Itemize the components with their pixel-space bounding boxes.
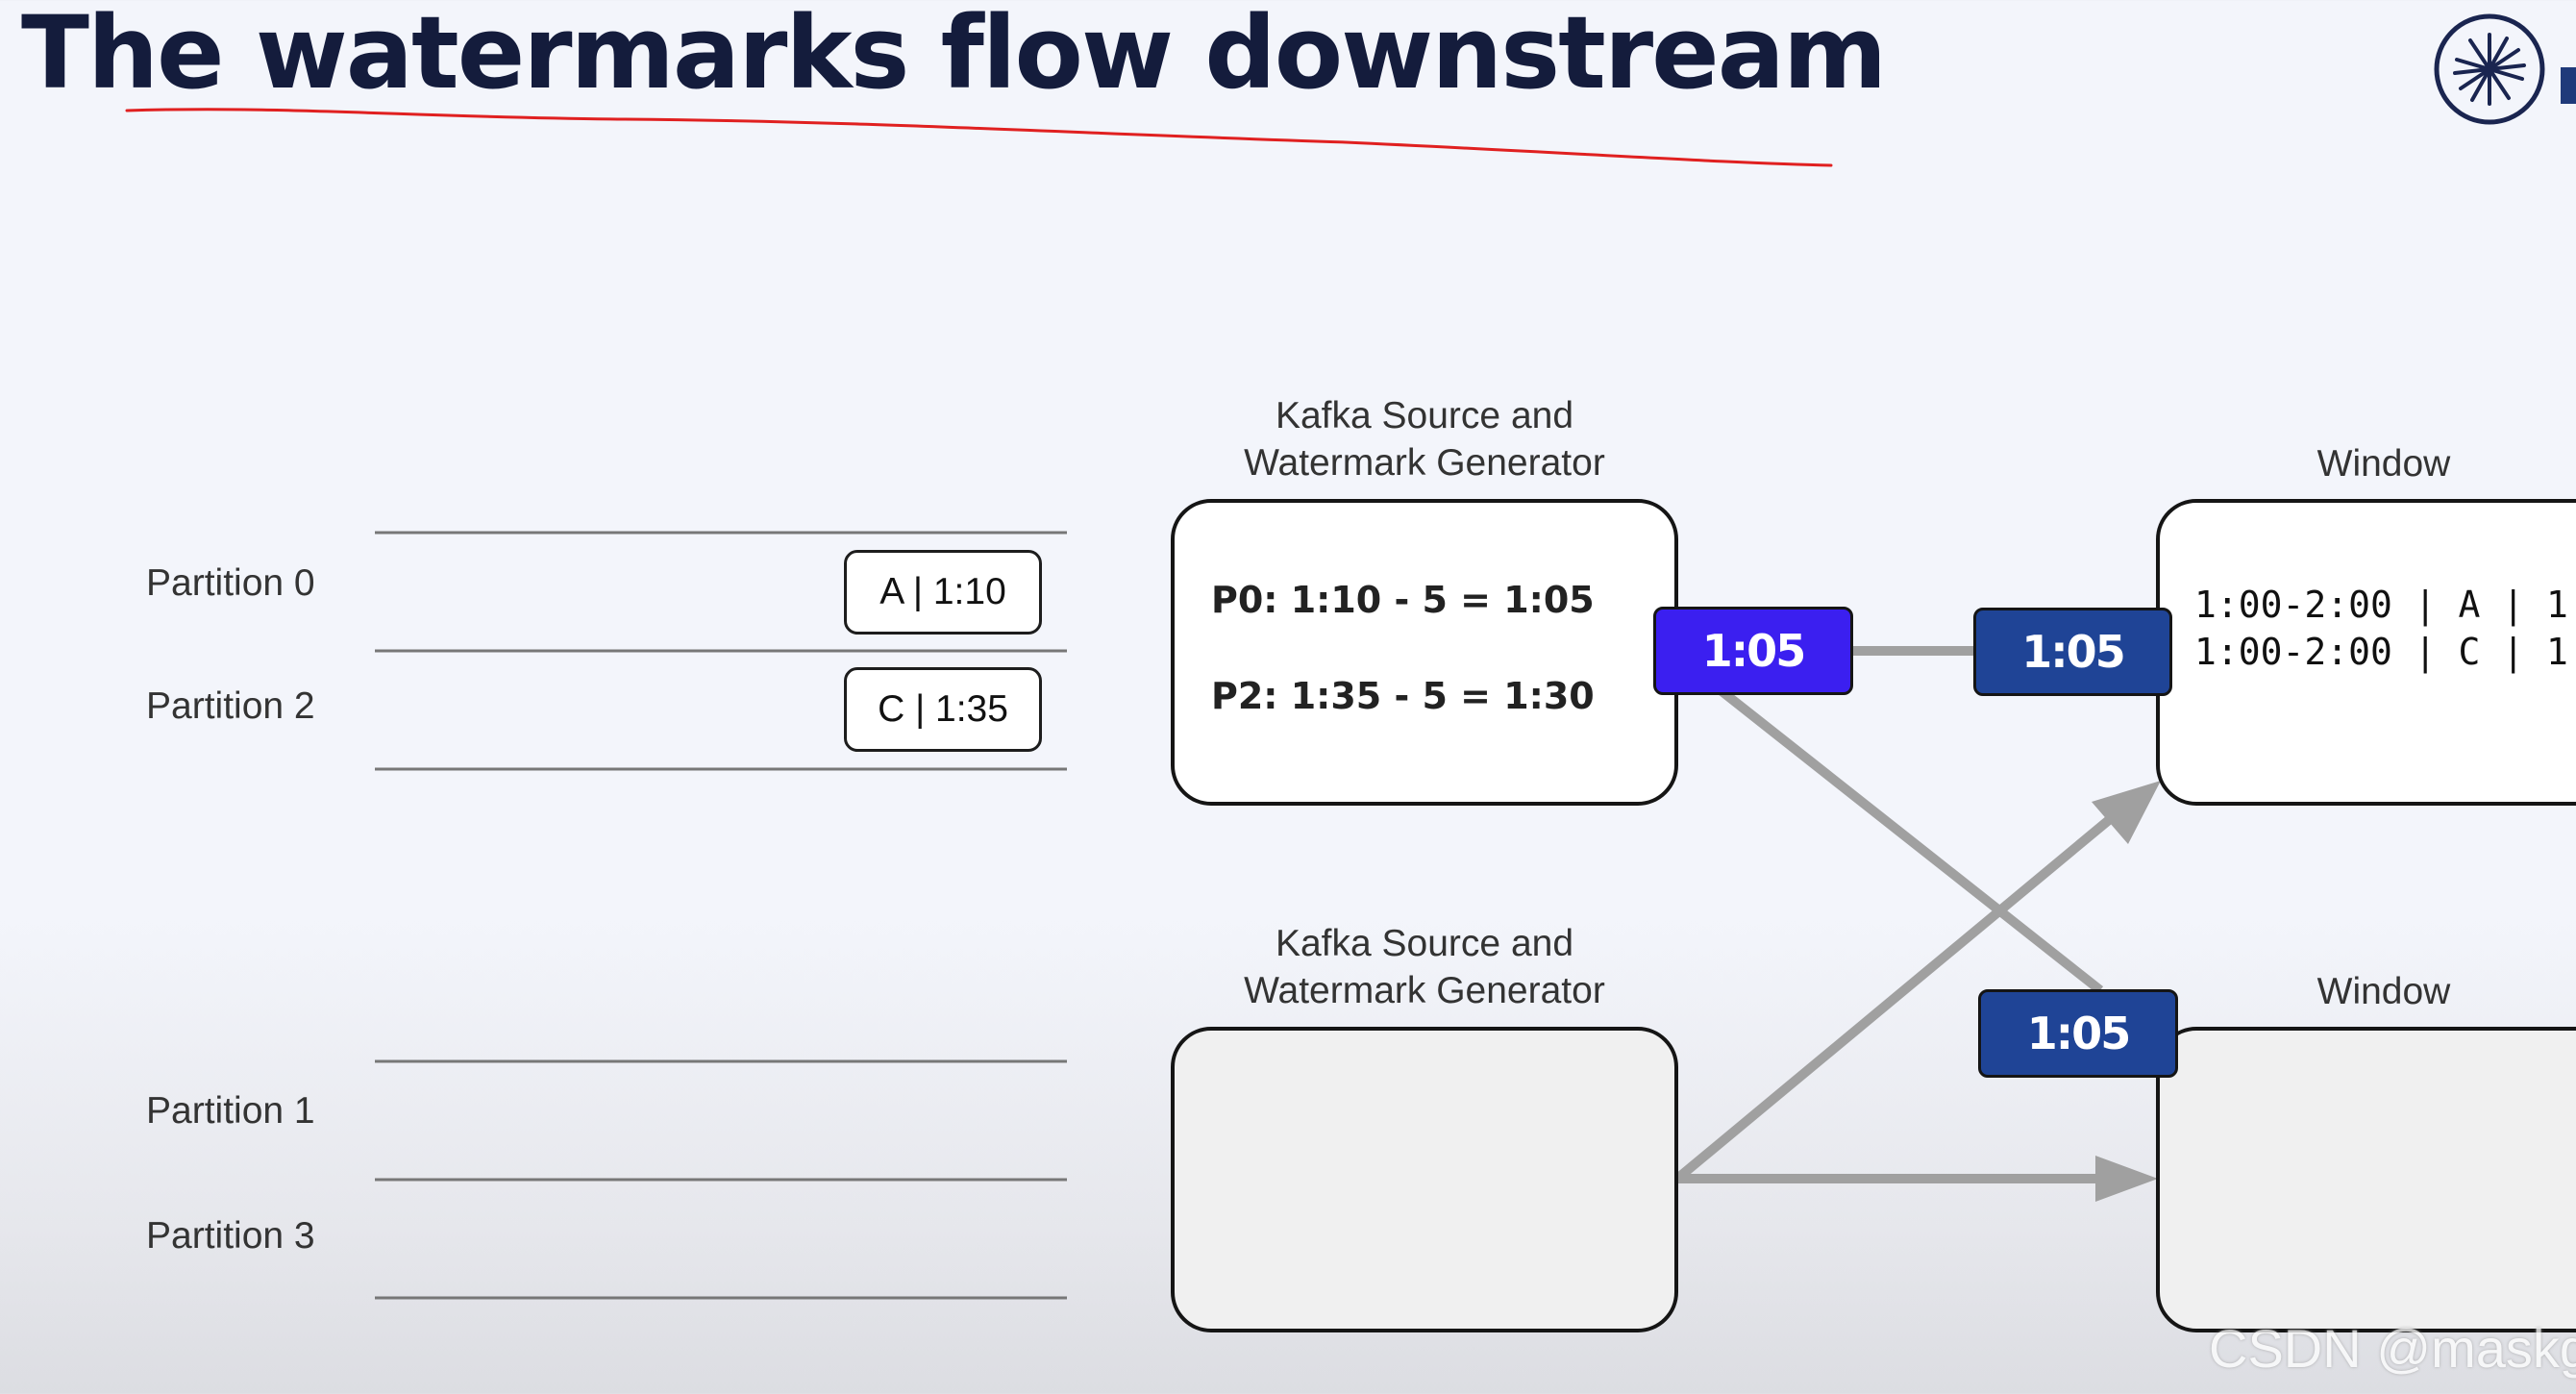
record-c: C | 1:35 [844,667,1042,752]
source-top-title-line2: Watermark Generator [1244,442,1605,484]
partition-0-label: Partition 0 [146,562,315,604]
window-bottom-node [2156,1027,2576,1332]
partition-1-label: Partition 1 [146,1090,315,1132]
arrow-top-to-bottom-window [1717,686,2104,994]
partition-2-label: Partition 2 [146,685,315,727]
source-bottom-title-line2: Watermark Generator [1244,970,1605,1011]
window-bottom-title: Window [2316,971,2451,1012]
partition-3-label: Partition 3 [146,1215,315,1257]
source-top-title-line1: Kafka Source and [1275,395,1574,436]
source-top-title: Kafka Source and Watermark Generator [1213,392,1636,486]
annotation-underline [125,108,1833,167]
window-top-row2: 1:00-2:00 | C | 1 [2194,631,2568,673]
arrowhead [2095,1156,2158,1202]
window-top-row1: 1:00-2:00 | A | 1 [2194,584,2568,626]
source-top-line1: P0: 1:10 - 5 = 1:05 [1211,579,1595,621]
source-top-node [1171,499,1678,806]
source-bottom-title: Kafka Source and Watermark Generator [1213,920,1636,1014]
logo-icon [2434,13,2545,125]
image-credit-watermark: CSDN @maskge [2209,1318,2576,1379]
arrowhead [2092,781,2161,844]
slide-title: The watermarks flow downstream [21,0,1887,112]
arrow-bottom-to-top-window [1673,811,2118,1182]
source-bottom-node [1171,1027,1678,1332]
record-a: A | 1:10 [844,550,1042,635]
logo-letter-fragment [2561,67,2576,104]
source-top-line2: P2: 1:35 - 5 = 1:30 [1211,675,1595,717]
watermark-badge-window-bottom: 1:05 [1978,989,2178,1078]
watermark-badge-window-top: 1:05 [1973,608,2172,696]
watermark-badge-source: 1:05 [1653,607,1853,695]
source-bottom-title-line1: Kafka Source and [1275,923,1574,964]
window-top-title: Window [2316,443,2451,485]
